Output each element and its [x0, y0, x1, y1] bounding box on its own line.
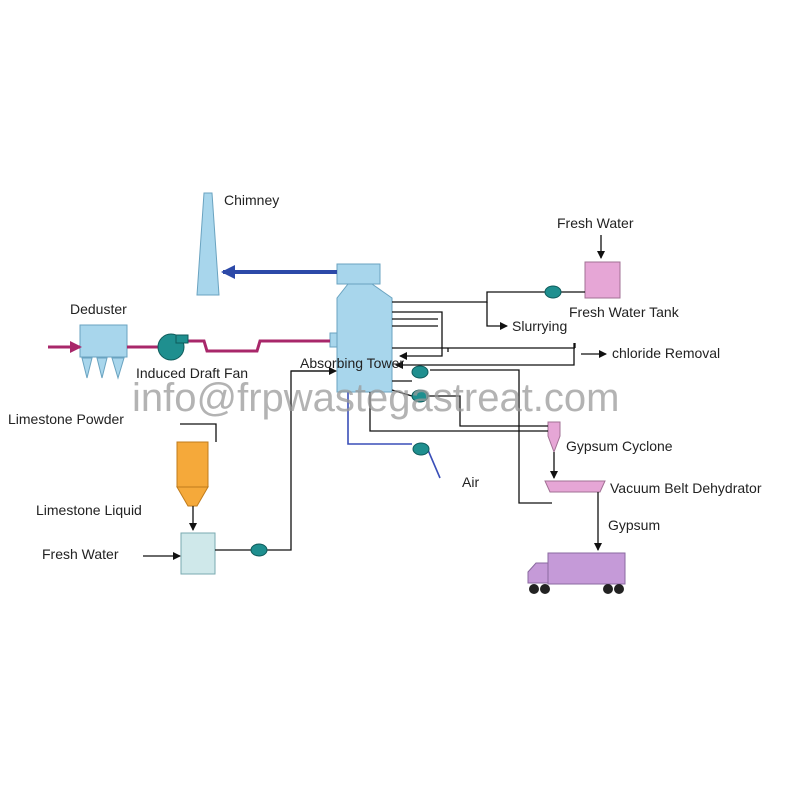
induced-draft-fan-icon — [157, 333, 189, 361]
pump-icon — [411, 389, 429, 403]
label-chimney: Chimney — [224, 192, 279, 208]
vacuum-belt-dehydrator-shape — [544, 480, 606, 493]
label-vacuum-belt-dehydrator: Vacuum Belt Dehydrator — [610, 480, 762, 496]
label-limestone-liquid: Limestone Liquid — [36, 502, 142, 518]
gypsum-truck-shape — [527, 552, 626, 594]
label-slurrying: Slurrying — [512, 318, 567, 334]
label-fresh-water-tank: Fresh Water Tank — [569, 304, 680, 320]
pump-icon — [411, 365, 429, 379]
pump-icon — [250, 543, 268, 557]
label-gypsum: Gypsum — [608, 517, 660, 533]
air-line — [347, 392, 441, 479]
fresh-water-tank-shape — [584, 261, 621, 299]
chimney-shape — [196, 192, 220, 296]
deduster-shape — [79, 324, 128, 380]
label-fresh-water-top: Fresh Water — [557, 215, 634, 231]
label-induced-draft-fan: Induced Draft Fan — [136, 365, 248, 381]
pump-icon — [544, 285, 562, 299]
label-fresh-water-bottom: Fresh Water — [42, 546, 119, 562]
label-chloride-removal: chloride Removal — [612, 345, 720, 361]
label-air: Air — [462, 474, 479, 490]
limestone-silo-shape — [176, 441, 209, 507]
limestone-mixing-tank-shape — [180, 532, 216, 575]
label-gypsum-cyclone: Gypsum Cyclone — [566, 438, 673, 454]
flue-gas-duct-to-tower — [186, 339, 330, 353]
watermark: info@frpwastegastreat.com — [132, 376, 619, 420]
label-absorbing-tower: Absorbing Tower — [300, 355, 404, 371]
label-deduster: Deduster — [70, 301, 127, 317]
label-limestone-powder: Limestone Powder — [8, 411, 124, 427]
gypsum-cyclone-shape — [547, 421, 561, 454]
absorbing-tower-shape — [329, 263, 393, 393]
pump-icon — [412, 442, 430, 456]
